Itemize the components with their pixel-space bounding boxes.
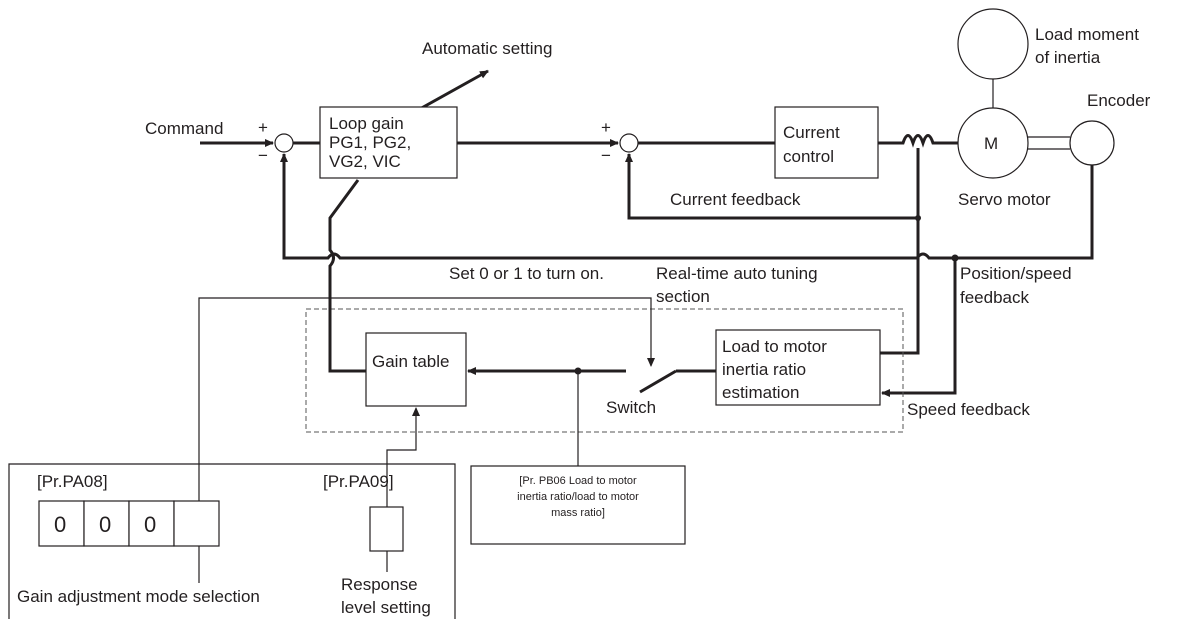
pa08-digit-2-value: 0	[99, 512, 111, 537]
speed-feedback-line	[881, 258, 957, 397]
loop-gain-box	[319, 106, 458, 179]
automatic-setting-label: Automatic setting	[422, 39, 552, 58]
current-to-estimation-line	[880, 218, 920, 355]
estimation-line2: inertia ratio	[722, 360, 806, 379]
pa09-digit	[369, 506, 404, 552]
pb06-box	[470, 465, 686, 545]
pa08-digit-4	[173, 500, 220, 547]
current-feedback-line	[625, 148, 920, 220]
encoder-circle	[1069, 120, 1115, 166]
servo-motor-label: Servo motor	[958, 190, 1051, 209]
gain-table-label: Gain table	[372, 352, 450, 371]
load-moment-line1: Load moment	[1035, 25, 1139, 44]
rt-tuning-line2: section	[656, 287, 710, 306]
gain-table-box	[365, 332, 467, 407]
load-inertia-circle	[957, 8, 1029, 80]
pb06-line2: inertia ratio/load to motor	[517, 491, 639, 503]
summing-junction-2	[619, 133, 639, 153]
pa09-label: [Pr.PA09]	[323, 472, 394, 491]
switch-blade	[639, 369, 677, 394]
pa08-label: [Pr.PA08]	[37, 472, 108, 491]
sum2-plus: +	[601, 118, 611, 137]
estimation-line1: Load to motor	[722, 337, 827, 356]
position-speed-feedback-line	[280, 153, 1094, 260]
gain-mode-selection-label: Gain adjustment mode selection	[17, 587, 260, 606]
motor-symbol: M	[984, 134, 998, 153]
pa08-digit-2	[83, 500, 130, 547]
pb06-line3: mass ratio]	[551, 507, 605, 519]
sum1-plus: +	[258, 118, 268, 137]
current-control-box	[774, 106, 879, 179]
summing-junction-1	[274, 133, 294, 153]
response-line2: level setting	[341, 598, 431, 617]
parameter-panel-frame	[8, 463, 456, 619]
speed-feedback-label: Speed feedback	[907, 400, 1030, 419]
position-speed-line1: Position/speed	[960, 264, 1072, 283]
encoder-label: Encoder	[1087, 91, 1151, 110]
loop-gain-title: Loop gain	[329, 114, 404, 133]
rt-tuning-line1: Real-time auto tuning	[656, 264, 818, 283]
command-label: Command	[145, 119, 223, 138]
switch-label: Switch	[606, 398, 656, 417]
response-line1: Response	[341, 575, 418, 594]
sum1-minus: −	[258, 146, 268, 165]
position-speed-line2: feedback	[960, 288, 1029, 307]
pa09-to-gain-table	[386, 407, 420, 507]
estimation-line3: estimation	[722, 383, 799, 402]
pa08-digit-3	[128, 500, 175, 547]
current-sensor-coil	[878, 134, 958, 148]
loop-gain-params-1: PG1, PG2,	[329, 133, 411, 152]
pb06-line1: [Pr. PB06 Load to motor	[519, 475, 637, 487]
load-moment-line2: of inertia	[1035, 48, 1101, 67]
gain-table-to-loopgain	[328, 179, 366, 373]
sum2-minus: −	[601, 146, 611, 165]
real-time-tuning-section	[305, 308, 904, 433]
pa08-digit-1	[38, 500, 85, 547]
current-feedback-label: Current feedback	[670, 190, 801, 209]
pa08-digit-3-value: 0	[144, 512, 156, 537]
inertia-estimation-box	[715, 329, 881, 406]
loop-gain-params-2: VG2, VIC	[329, 152, 401, 171]
current-control-line2: control	[783, 147, 834, 166]
set-0-or-1-label: Set 0 or 1 to turn on.	[449, 264, 604, 283]
current-control-line1: Current	[783, 123, 840, 142]
pa08-digit-1-value: 0	[54, 512, 66, 537]
switch-control-line	[198, 297, 655, 535]
